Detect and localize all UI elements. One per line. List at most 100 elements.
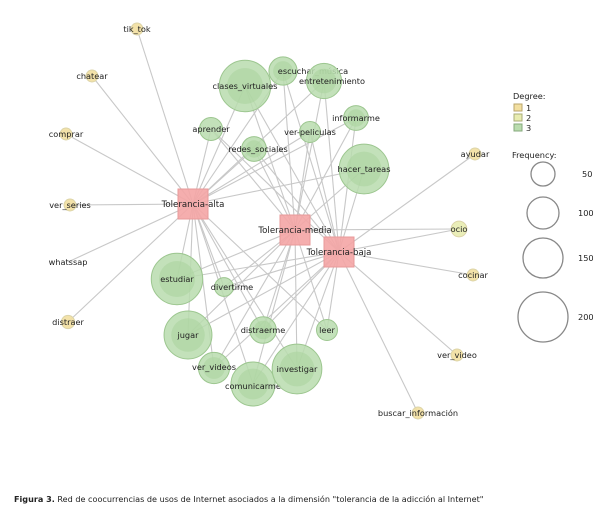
node-circle [411,406,425,420]
node-label: ver_videos [192,362,236,372]
edge-investigar-alta [192,203,298,370]
node-label: ver-peliculas [284,127,336,137]
node-core [253,320,273,340]
node-divertirme[interactable]: divertirme [211,277,253,297]
node-leer[interactable]: leer [316,319,338,341]
node-ocio[interactable]: ocio [450,220,468,238]
hub-label: Tolerancia-media [257,226,331,236]
node-aprender[interactable]: aprender [192,116,230,142]
node-distraer[interactable]: distraer [52,314,84,330]
node-entretenimiento[interactable]: entretenimiento [299,62,365,100]
node-cocinar[interactable]: cocinar [458,268,489,282]
node-label: hacer_tareas [338,164,391,174]
frequency-legend-item-100: 100 [526,196,594,230]
node-core [347,109,365,127]
node-core [226,67,264,105]
node-ver_peliculas[interactable]: ver-peliculas [284,121,336,143]
degree-legend-label: 1 [526,103,531,113]
degree-legend-item-3: 3 [513,123,531,133]
node-core [311,68,337,94]
node-distraerme[interactable]: distraerme [241,316,286,344]
frequency-legend-item-150: 150 [522,237,594,279]
node-label: informarme [332,113,380,123]
node-core [279,351,315,387]
node-estudiar[interactable]: estudiar [150,252,204,306]
edge-chatear-alta [91,75,194,205]
node-core [273,61,293,81]
node-investigar[interactable]: investigar [271,343,323,395]
node-hacer_tareas[interactable]: hacer_tareas [338,143,391,195]
edge-ocio-baja [338,228,460,253]
frequency-legend-label: 50 [582,169,592,179]
node-informarme[interactable]: informarme [332,105,380,131]
frequency-legend-title: Frequency: [512,150,556,160]
figure-caption: Figura 3. Red de coocurrencias de usos d… [14,494,484,504]
node-comprar[interactable]: comprar [49,127,84,141]
hub-alta[interactable]: Tolerancia-alta [161,188,225,220]
node-circle [60,314,76,330]
edge-ver_videos-media [213,229,296,369]
node-jugar[interactable]: jugar [163,310,213,360]
node-label: leer [319,325,335,335]
node-circle [450,220,468,238]
node-circle [316,319,338,341]
node-tik_tok[interactable]: tik_tok [123,22,151,36]
edge-ayudar-baja [338,153,476,253]
node-ayudar[interactable]: ayudar [461,147,490,161]
node-circle [85,69,99,83]
edge-leer-media [294,229,328,331]
hub-label: Tolerancia-alta [161,200,225,210]
node-circle [198,116,224,142]
node-label: comunicarme [225,381,281,391]
node-core [171,318,205,352]
degree-swatch [513,113,523,122]
node-redes_sociales[interactable]: redes_sociales [228,136,288,162]
node-label: clases_virtuales [213,81,278,91]
degree-legend-label: 3 [526,123,531,133]
node-buscar_informacion[interactable]: buscar_información [378,406,458,420]
node-core [203,357,225,379]
node-label: whatssap [49,257,88,267]
edge-entretenimiento-baja [323,80,340,253]
node-core [158,260,196,298]
node-clases_virtuales[interactable]: clases_virtuales [213,59,278,113]
node-label: divertirme [211,282,253,292]
frequency-legend-label: 100 [578,208,594,218]
node-whatssap[interactable]: whatssap [49,257,88,267]
edge-escuchar_musica-baja [282,70,340,253]
node-ver_series[interactable]: ver_series [49,198,91,212]
node-label: buscar_información [378,408,458,418]
degree-legend-label: 2 [526,113,531,123]
hubs-layer: Tolerancia-altaTolerancia-mediaToleranci… [161,188,372,268]
hub-square [323,236,355,268]
node-label: estudiar [160,274,194,284]
node-label: distraer [52,317,84,327]
node-label: entretenimiento [299,76,365,86]
hub-media[interactable]: Tolerancia-media [257,214,332,246]
node-ver_video[interactable]: ver_video [437,348,477,362]
node-label: jugar [176,330,199,340]
edge-ver_peliculas-media [294,131,311,231]
node-circle [299,121,321,143]
edge-ver_videos-baja [213,251,340,369]
edge-jugar-baja [187,251,340,336]
degree-legend-title: Degree: [513,91,546,101]
node-label: cocinar [458,270,488,280]
edge-clases_virtuales-baja [244,85,340,253]
node-core [346,151,382,187]
node-circle [59,127,73,141]
node-ver_videos[interactable]: ver_videos [192,351,236,385]
hub-square [177,188,209,220]
hub-baja[interactable]: Tolerancia-baja [306,236,372,268]
node-comunicarme[interactable]: comunicarme [225,361,281,407]
edge-distraerme-media [262,229,296,331]
node-chatear[interactable]: chatear [76,69,108,83]
frequency-circle [526,196,560,230]
node-circle [468,147,482,161]
node-label: redes_sociales [228,144,287,154]
frequency-legend-label: 200 [578,312,594,322]
node-circle [63,198,77,212]
node-label: distraerme [241,325,286,335]
edge-comunicarme-media [252,229,296,385]
